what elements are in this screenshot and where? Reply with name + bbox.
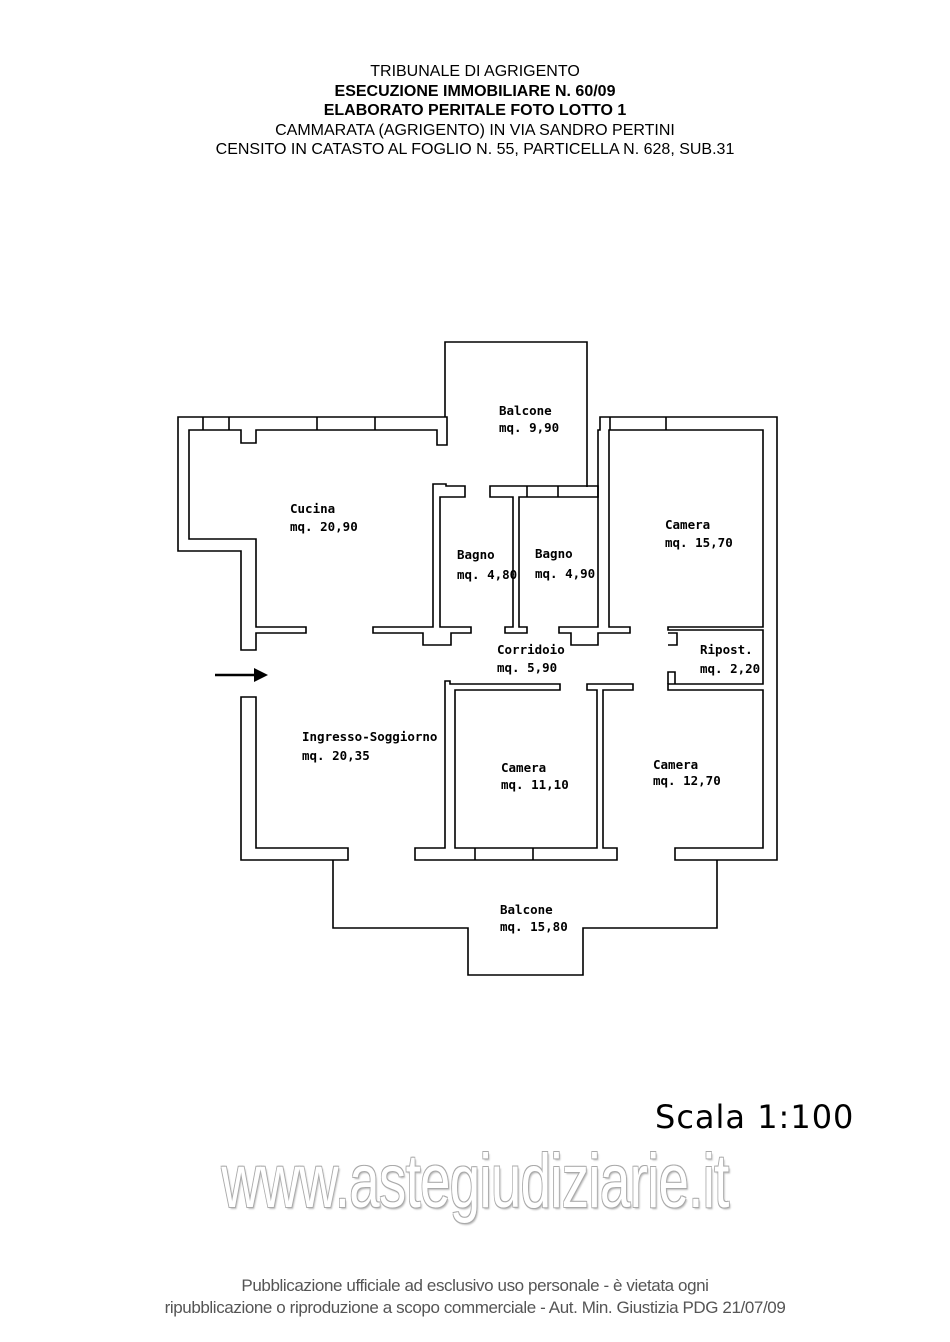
court-name: TRIBUNALE DI AGRIGENTO bbox=[370, 63, 580, 80]
walls bbox=[177, 341, 778, 976]
room-area: mq. 4,90 bbox=[535, 566, 595, 581]
room-area: mq. 5,90 bbox=[497, 660, 557, 675]
room-name: Ripost. bbox=[700, 642, 753, 657]
room-name: Camera bbox=[665, 517, 710, 532]
case-number: ESECUZIONE IMMOBILIARE N. 60/09 bbox=[334, 82, 616, 100]
room-area: mq. 12,70 bbox=[653, 773, 721, 788]
wall-kitchen bbox=[177, 416, 448, 651]
wall-bedroom-small bbox=[414, 680, 634, 861]
wall-storage-door bbox=[667, 671, 676, 684]
room-name: Bagno bbox=[457, 547, 495, 562]
room-area: mq. 20,90 bbox=[290, 519, 358, 534]
entrance-arrow bbox=[215, 668, 268, 682]
footer-disclaimer: Pubblicazione ufficiale ad esclusivo uso… bbox=[0, 1275, 950, 1319]
room-name: Balcone bbox=[500, 902, 553, 917]
room-area: mq. 20,35 bbox=[302, 748, 370, 763]
wall-bathroom-left bbox=[372, 483, 472, 646]
room-area: mq. 9,90 bbox=[499, 420, 559, 435]
room-area: mq. 2,20 bbox=[700, 661, 760, 676]
watermark: www.astegiudiziarie.it bbox=[221, 1139, 729, 1224]
property-address: CAMMARATA (AGRIGENTO) IN VIA SANDRO PERT… bbox=[275, 121, 675, 139]
cadastral-reference: CENSITO IN CATASTO AL FOGLIO N. 55, PART… bbox=[215, 141, 735, 158]
room-name: Camera bbox=[653, 757, 698, 772]
room-name: Corridoio bbox=[497, 642, 565, 657]
wall-right-block bbox=[558, 416, 778, 861]
room-name: Ingresso-Soggiorno bbox=[302, 729, 437, 744]
wall-storage bbox=[668, 632, 678, 646]
room-name: Cucina bbox=[290, 501, 335, 516]
room-area: mq. 15,70 bbox=[665, 535, 733, 550]
document-title: ELABORATO PERITALE FOTO LOTTO 1 bbox=[323, 102, 627, 119]
arrow-head-icon bbox=[254, 668, 268, 682]
scale-label: Scala 1:100 bbox=[655, 1098, 855, 1136]
balcony-bottom-outline bbox=[332, 860, 718, 976]
room-name: Balcone bbox=[499, 403, 552, 418]
room-area: mq. 15,80 bbox=[500, 919, 568, 934]
room-name: Camera bbox=[501, 760, 546, 775]
footer-line-2: ripubblicazione o riproduzione a scopo c… bbox=[164, 1298, 786, 1317]
wall-living bbox=[240, 696, 349, 861]
document-header: TRIBUNALE DI AGRIGENTO ESECUZIONE IMMOBI… bbox=[0, 62, 950, 160]
room-name: Bagno bbox=[535, 546, 573, 561]
room-area: mq. 4,80 bbox=[457, 567, 517, 582]
footer-line-1: Pubblicazione ufficiale ad esclusivo uso… bbox=[241, 1276, 709, 1295]
room-area: mq. 11,10 bbox=[501, 777, 569, 792]
balcony-top-outline bbox=[444, 341, 588, 487]
room-labels: Balcone mq. 9,90 Cucina mq. 20,90 Bagno … bbox=[290, 403, 760, 934]
